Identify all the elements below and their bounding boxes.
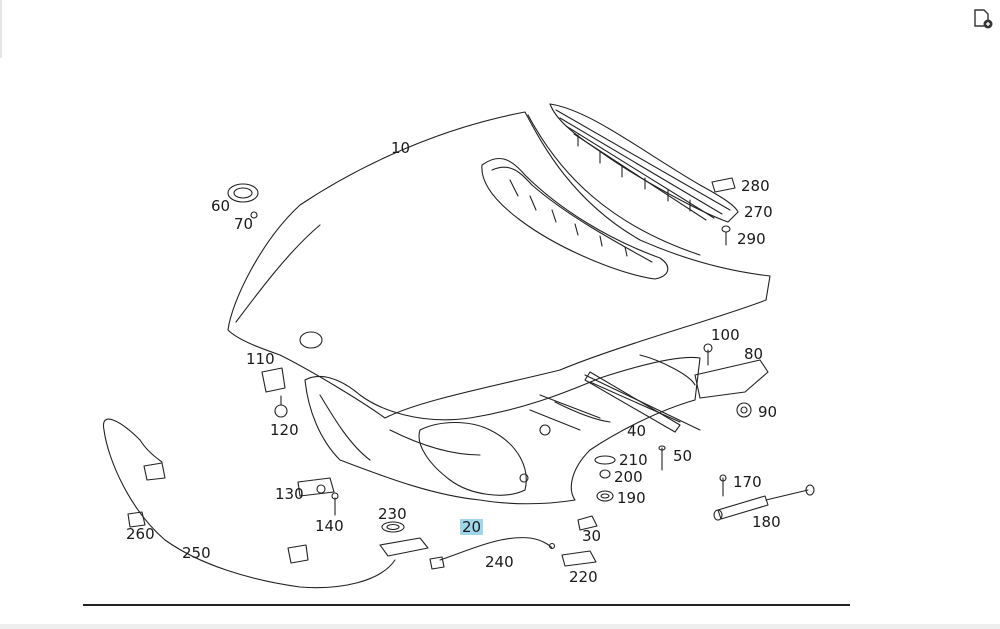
callout-250[interactable]: 250	[182, 544, 211, 562]
hood-shell	[227, 111, 771, 419]
callout-280[interactable]: 280	[741, 177, 770, 195]
callout-210[interactable]: 210	[619, 451, 648, 469]
callout-90[interactable]: 90	[758, 403, 778, 421]
callout-180[interactable]: 180	[752, 513, 781, 531]
cable-250	[102, 418, 396, 589]
callout-190[interactable]: 190	[617, 489, 646, 507]
callout-130[interactable]: 130	[275, 485, 304, 503]
callout-120[interactable]: 120	[270, 421, 299, 439]
callout-260[interactable]: 260	[126, 525, 155, 543]
gas-strut-180	[717, 495, 769, 520]
callout-80[interactable]: 80	[744, 345, 764, 363]
bottom-scroll-strip	[0, 624, 1000, 629]
callout-290[interactable]: 290	[737, 230, 766, 248]
lock-230	[379, 537, 429, 557]
callout-220[interactable]: 220	[569, 568, 598, 586]
callout-20-selected[interactable]: 20	[460, 518, 484, 536]
callout-110[interactable]: 110	[246, 350, 275, 368]
diagram-baseline	[83, 604, 850, 606]
callout-10[interactable]: 10	[391, 139, 411, 157]
callout-100[interactable]: 100	[711, 326, 740, 344]
callout-200[interactable]: 200	[614, 468, 643, 486]
callout-140[interactable]: 140	[315, 517, 344, 535]
hood-inner-frame	[304, 356, 701, 505]
page-add-button[interactable]	[972, 8, 994, 30]
left-edge-strip	[0, 0, 2, 58]
callout-60[interactable]: 60	[211, 197, 231, 215]
callout-230[interactable]: 230	[378, 505, 407, 523]
callout-240[interactable]: 240	[485, 553, 514, 571]
callout-170[interactable]: 170	[733, 473, 762, 491]
page-add-icon	[974, 9, 993, 29]
callout-70[interactable]: 70	[234, 215, 254, 233]
callout-50[interactable]: 50	[673, 447, 693, 465]
callout-40[interactable]: 40	[627, 422, 647, 440]
callout-270[interactable]: 270	[744, 203, 773, 221]
cowl-grille	[549, 103, 739, 223]
hood-scoop	[481, 157, 669, 280]
callout-30[interactable]: 30	[582, 527, 602, 545]
